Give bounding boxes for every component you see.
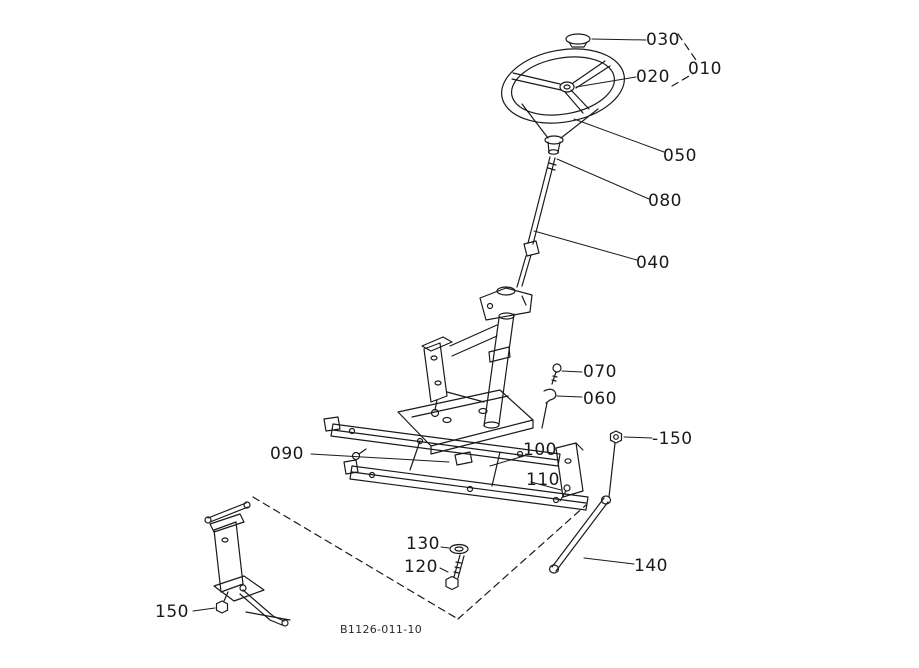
part-label-150-left: 150: [155, 602, 189, 622]
pivot-assembly: [204, 501, 291, 627]
mount-plate: [397, 389, 534, 455]
steering-column: [479, 286, 533, 429]
part-label-030: 030: [646, 30, 680, 50]
bolt-150-left: [215, 591, 229, 614]
screw-090: [351, 448, 367, 461]
steering-wheel: [501, 48, 625, 155]
part-label-140: 140: [634, 556, 668, 576]
part-label-010: 010: [688, 59, 722, 79]
part-label-080: 080: [648, 191, 682, 211]
part-label-060: 060: [583, 389, 617, 409]
part-label-090: 090: [270, 444, 304, 464]
part-label-040: 040: [636, 253, 670, 273]
part-label-050: 050: [663, 146, 697, 166]
clip-060: [541, 388, 557, 429]
leader-lines: [192, 38, 665, 612]
part-label-070: 070: [583, 362, 617, 382]
link-rod-140: [548, 495, 612, 574]
part-label-120: 120: [404, 557, 438, 577]
part-label-100: 100: [523, 440, 557, 460]
frame-rails: [323, 416, 589, 511]
steering-shaft: [516, 156, 557, 288]
bolt-110: [559, 484, 571, 502]
bracket-100: [555, 442, 584, 498]
bolt-120: [445, 554, 465, 591]
part-label-020: 020: [636, 67, 670, 87]
assembly-dashed-lines: [252, 33, 697, 620]
figure-code: B1126-011-10: [340, 623, 423, 636]
nut-150-right: [608, 430, 623, 498]
bolt-070: [551, 363, 562, 385]
part-label-110: 110: [526, 470, 560, 490]
cap-030: [565, 33, 591, 48]
washer-130: [449, 543, 469, 555]
support-bracket-left: [421, 324, 498, 418]
part-label-150-right: -150: [652, 429, 693, 449]
part-label-130: 130: [406, 534, 440, 554]
